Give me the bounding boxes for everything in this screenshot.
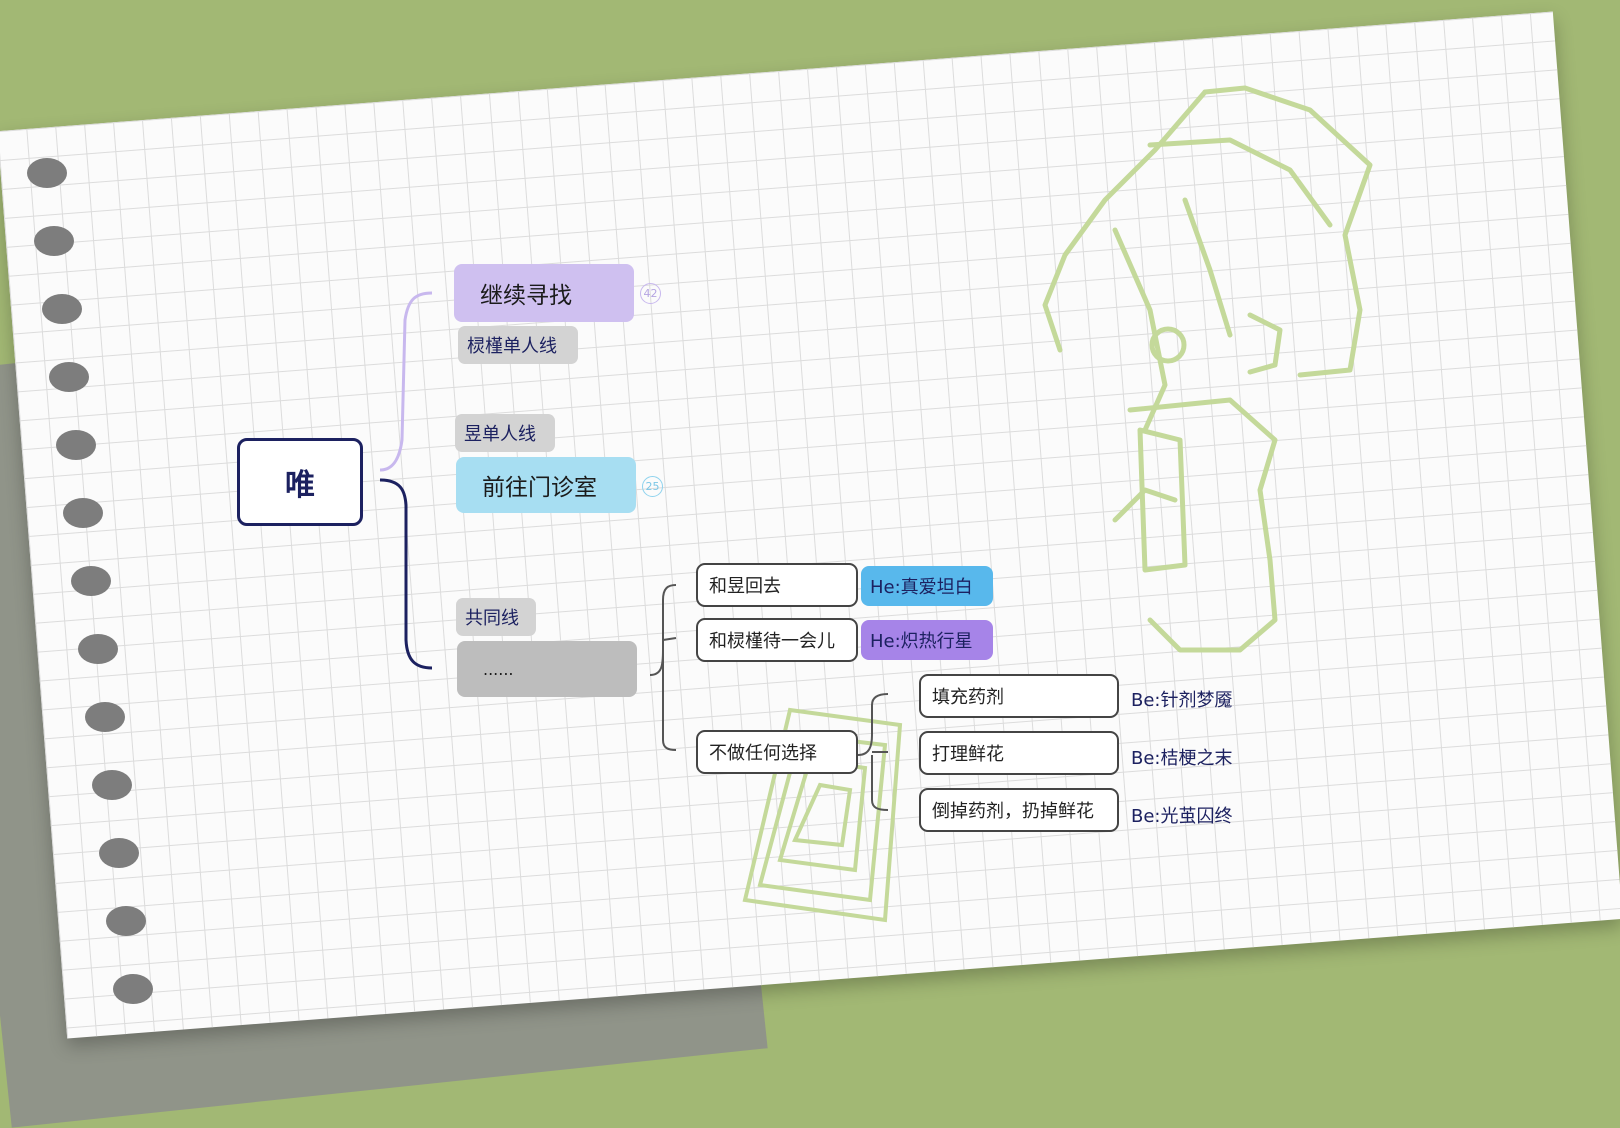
branch-common[interactable]: ...... [457,641,637,697]
binder-hole [92,770,132,800]
branch-continue-search[interactable]: 继续寻找 [454,264,634,322]
character-sketch [1042,85,1373,653]
option-no-choice[interactable]: 不做任何选择 [696,730,858,774]
binder-hole [49,362,89,392]
option-return-with-yu[interactable]: 和昱回去 [696,563,858,607]
ending-hot-planet[interactable]: He:炽热行星 [861,620,993,660]
ending-needle-nightmare[interactable]: Be:针剂梦魇 [1131,690,1233,711]
connector-lines [379,85,1373,923]
tag-linjin-route: 棂槿单人线 [458,326,578,364]
badge-count: 42 [640,283,661,304]
ending-cocoon-prison[interactable]: Be:光茧囚终 [1131,806,1233,827]
binder-hole [42,294,82,324]
binder-hole [27,158,67,188]
sub-option-fill-medicine[interactable]: 填充药剂 [919,674,1119,718]
sub-option-discard-all[interactable]: 倒掉药剂，扔掉鲜花 [919,788,1119,832]
tag-yu-route: 昱单人线 [455,414,555,452]
ending-true-love[interactable]: He:真爱坦白 [861,566,993,606]
ending-bellflower-end[interactable]: Be:桔梗之末 [1131,748,1233,769]
sub-option-tend-flowers[interactable]: 打理鲜花 [919,731,1119,775]
binder-hole [34,226,74,256]
binder-hole [56,430,96,460]
tag-common-route: 共同线 [456,598,536,636]
binder-hole [85,702,125,732]
binder-hole [106,906,146,936]
binder-hole [71,566,111,596]
branch-go-clinic[interactable]: 前往门诊室 [456,457,636,513]
binder-hole [63,498,103,528]
binder-hole [113,974,153,1004]
option-stay-with-linjin[interactable]: 和棂槿待一会儿 [696,618,858,662]
badge-count: 25 [642,476,663,497]
grid-paper [0,11,1620,1039]
root-node[interactable]: 唯 [237,438,363,526]
binder-hole [78,634,118,664]
scribble-doodle [742,707,903,923]
binder-hole [99,838,139,868]
